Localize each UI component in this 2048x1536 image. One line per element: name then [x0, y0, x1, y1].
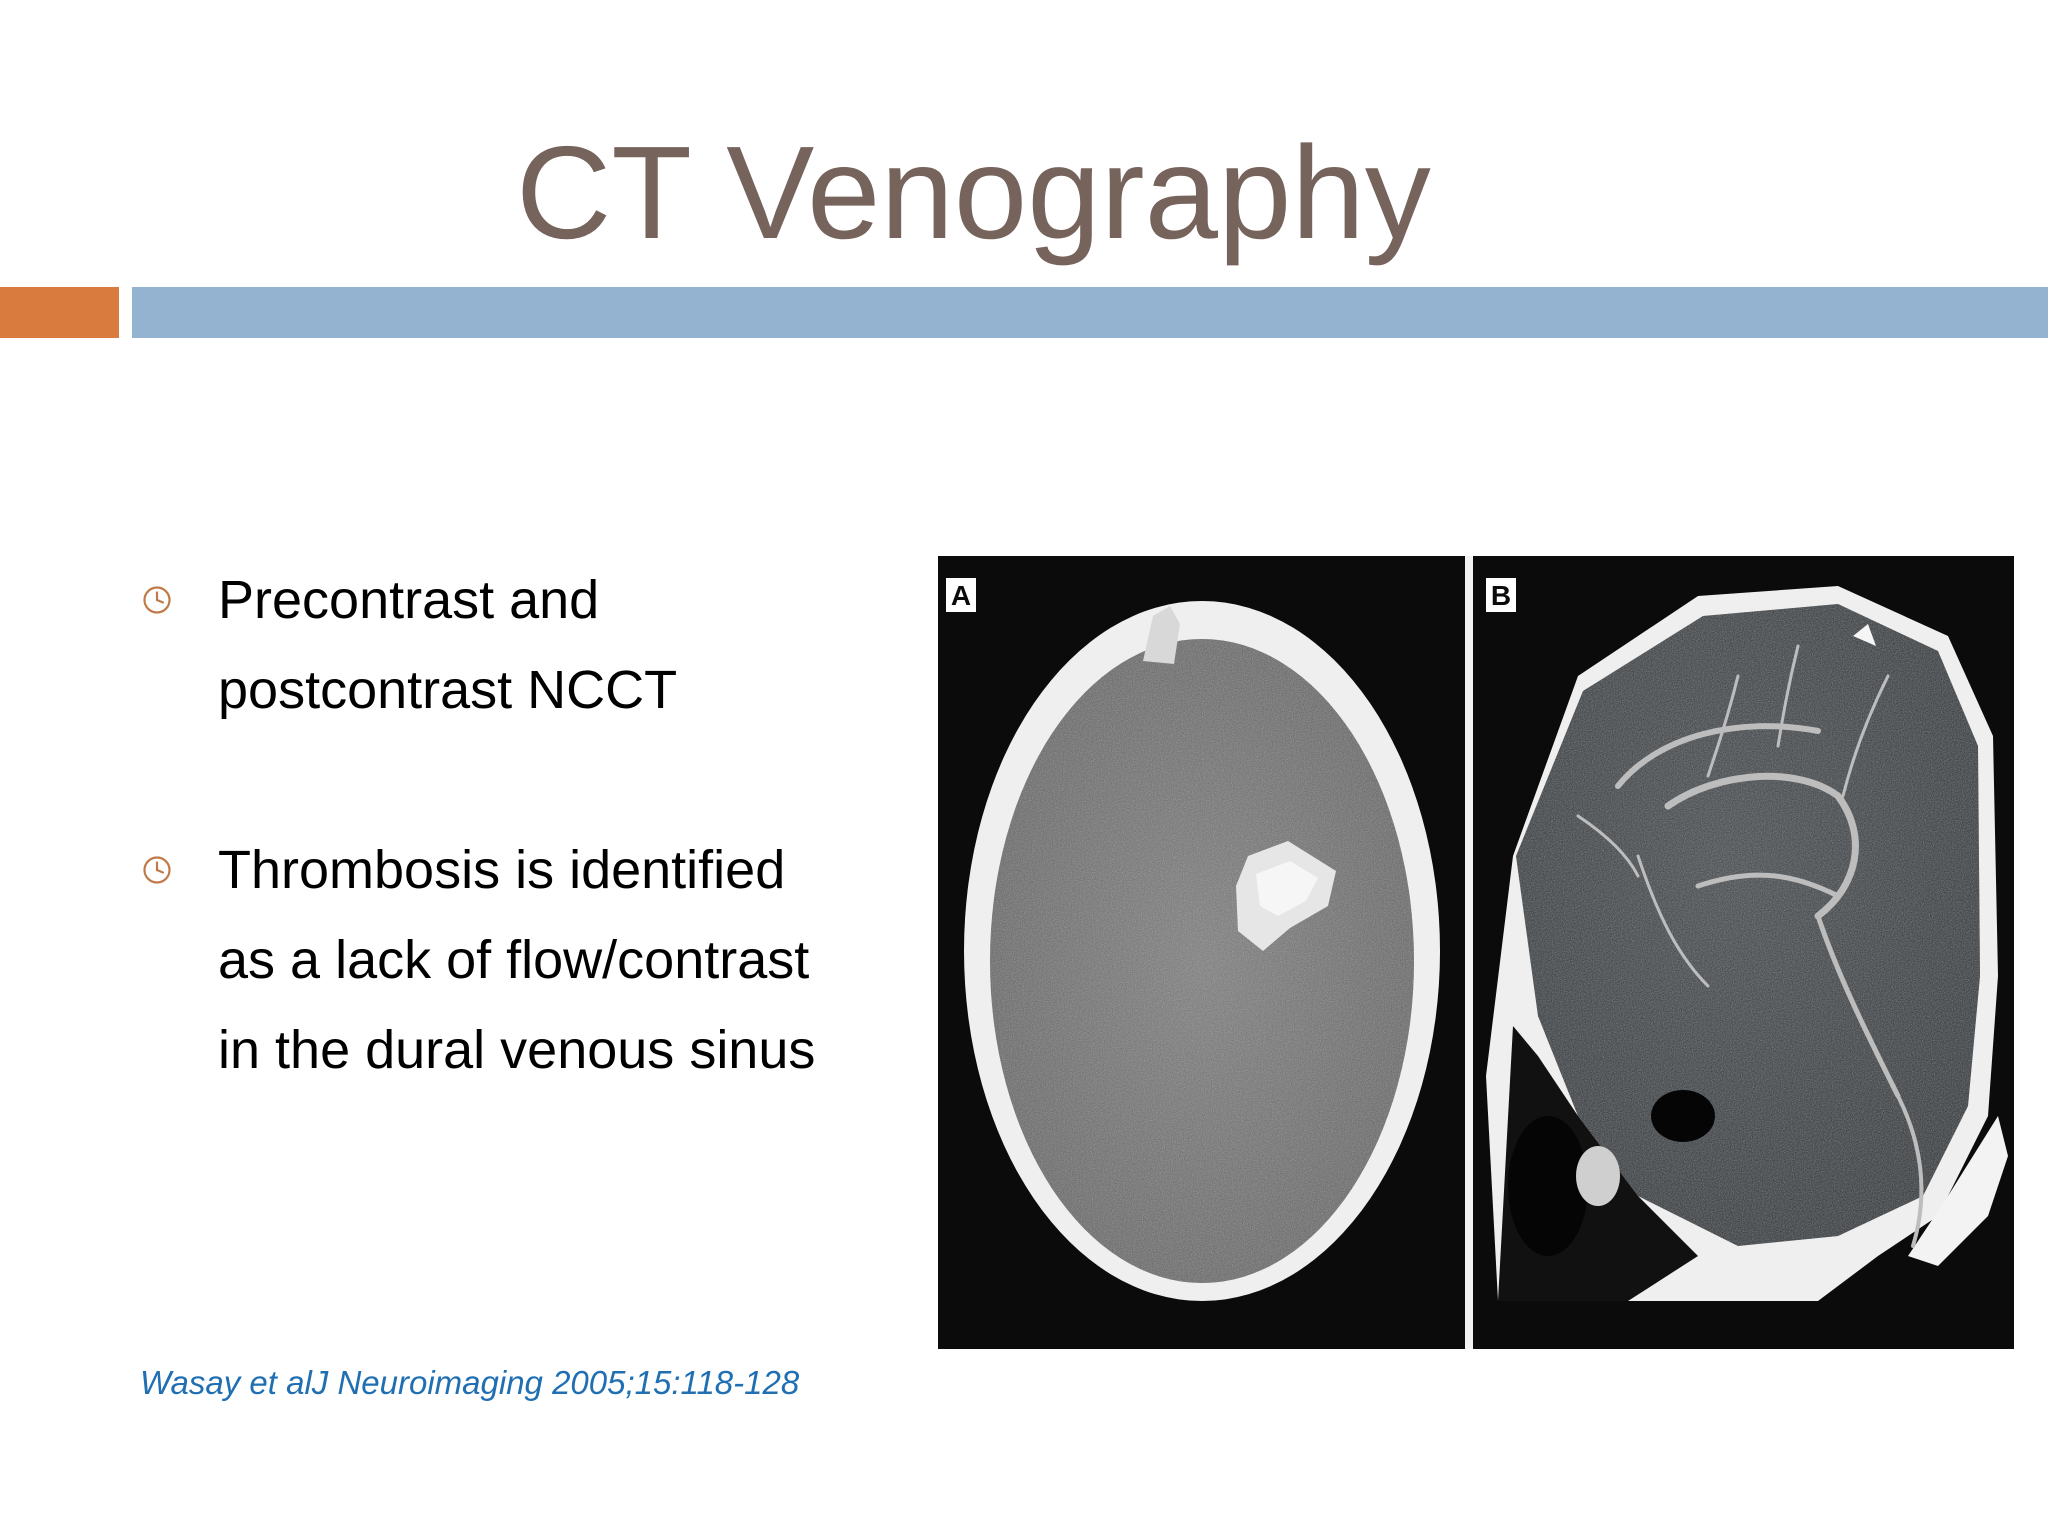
- panel-divider: [1465, 556, 1473, 1349]
- panel-a-label: A: [951, 580, 971, 611]
- ct-venography-figure: A: [938, 556, 2014, 1349]
- title-accent-bar: [0, 287, 119, 338]
- title-underline-bar: [132, 287, 2048, 338]
- panel-b-label: B: [1491, 580, 1511, 611]
- clock-icon: [143, 856, 171, 884]
- bullet-list: Precontrast and postcontrast NCCT Thromb…: [140, 555, 900, 1185]
- ct-images: A: [938, 556, 2014, 1349]
- bullet-line: Precontrast and: [218, 570, 600, 630]
- clock-icon: [143, 586, 171, 614]
- slide-title: CT Venography: [516, 119, 1431, 266]
- bullet-item: Thrombosis is identified as a lack of fl…: [140, 825, 900, 1095]
- bullet-line: in the dural venous sinus: [218, 1020, 816, 1080]
- bullet-line: Thrombosis is identified: [218, 840, 786, 900]
- panel-a: A: [938, 556, 1465, 1349]
- citation: Wasay et alJ Neuroimaging 2005;15:118-12…: [140, 1364, 800, 1401]
- bullet-item: Precontrast and postcontrast NCCT: [140, 555, 900, 735]
- bullet-line: postcontrast NCCT: [218, 660, 678, 720]
- bullet-line: as a lack of flow/contrast: [218, 930, 810, 990]
- panel-b: B: [1473, 556, 2014, 1349]
